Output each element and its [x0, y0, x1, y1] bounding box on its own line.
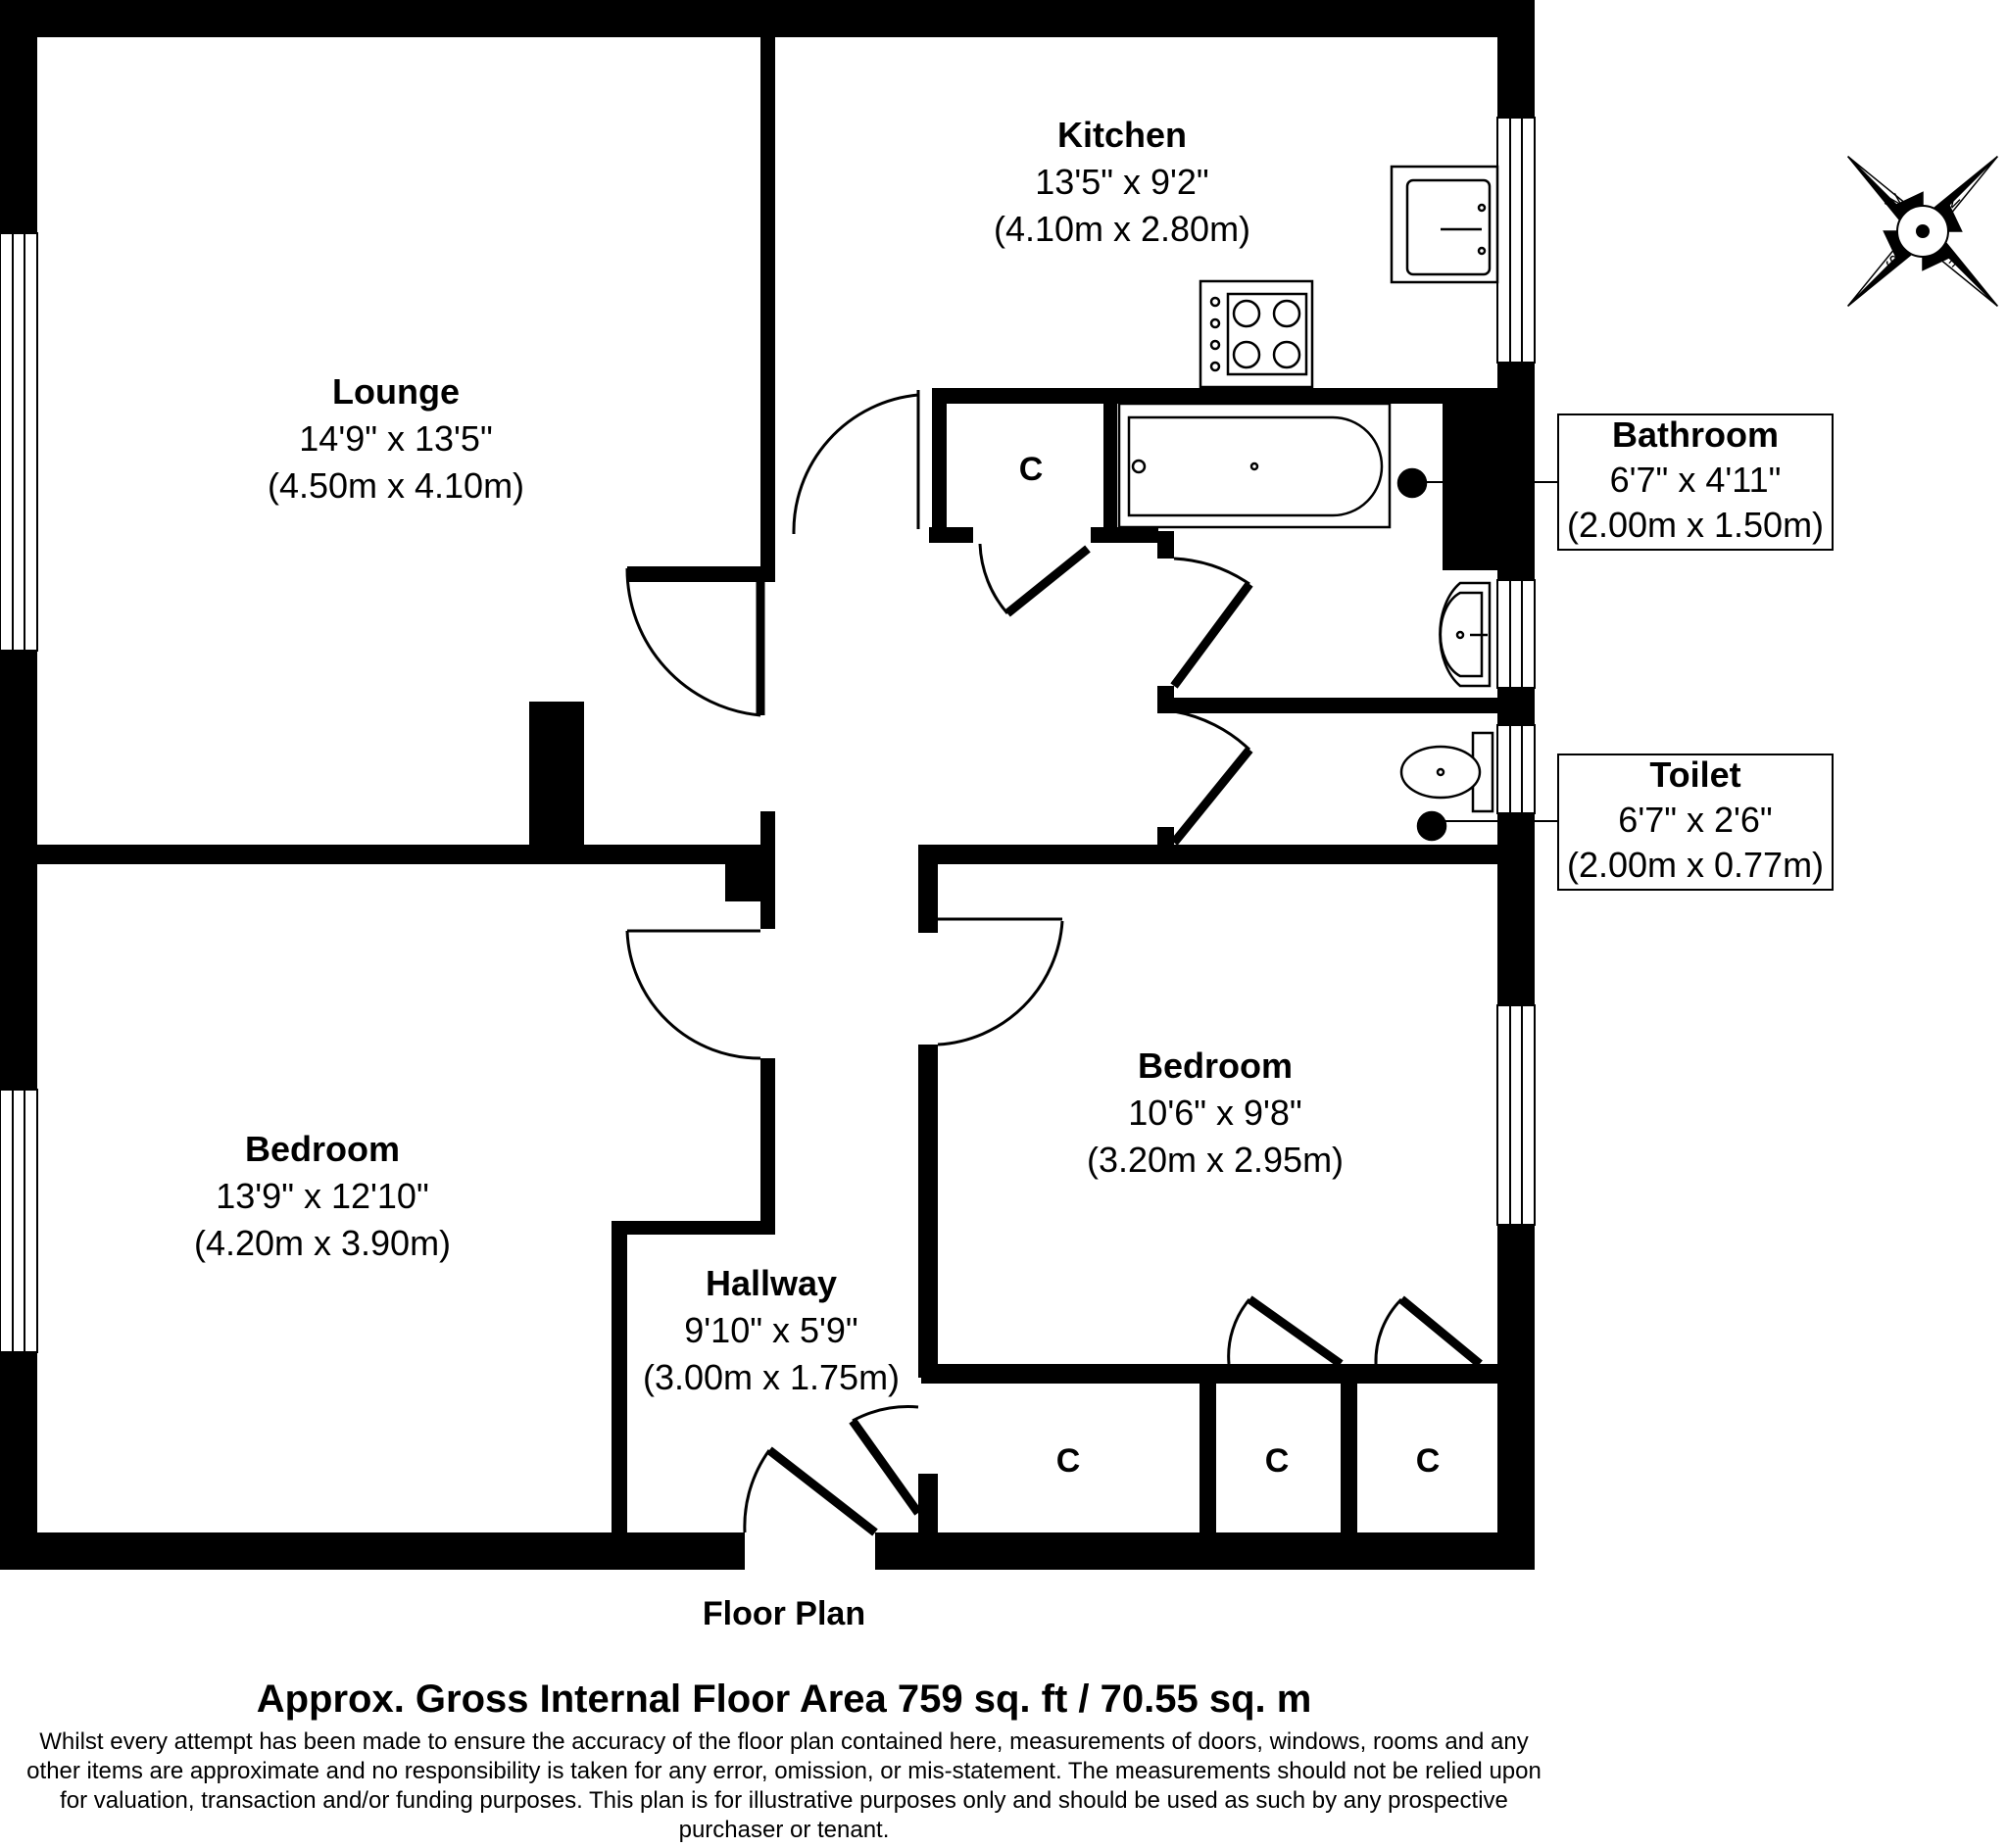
- kitchen-dim-imperial: 13'5" x 9'2": [1035, 162, 1208, 202]
- hallway-name: Hallway: [706, 1263, 837, 1303]
- basin-icon: [1439, 581, 1492, 688]
- bedroom-left-name: Bedroom: [245, 1129, 400, 1169]
- lounge-dim-imperial: 14'9" x 13'5": [299, 418, 492, 459]
- hallway-dim-metric: (3.00m x 1.75m): [643, 1357, 900, 1397]
- cupboard-door-arc: [978, 543, 1009, 614]
- bedroom-left-door-arc: [625, 930, 761, 1060]
- cupboard-mid-door-arc: [1227, 1298, 1251, 1365]
- lounge-door-arc: [625, 567, 761, 717]
- bedroom-right-dim-metric: (3.20m x 2.95m): [1087, 1140, 1344, 1180]
- wall-outlines: [627, 390, 1062, 933]
- kitchen-door-arc: [792, 393, 919, 535]
- disclaimer: Whilst every attempt has been made to en…: [26, 1728, 1542, 1843]
- toilet-cistern-icon: [1416, 810, 1447, 842]
- kitchen-dim-metric: (4.10m x 2.80m): [994, 209, 1250, 249]
- toilet-name: Toilet: [1649, 754, 1740, 795]
- label-connectors: [1426, 481, 1558, 822]
- bedroom-right-dim-imperial: 10'6" x 9'8": [1128, 1093, 1301, 1133]
- room-labels: Lounge 14'9" x 13'5" (4.50m x 4.10m) Kit…: [194, 115, 1344, 1397]
- bathroom-dim-metric: (2.00m x 1.50m): [1567, 505, 1824, 545]
- bedroom-right-door-arc: [937, 920, 1064, 1046]
- cupboard-labels: C C C C: [1019, 451, 1441, 1480]
- toilet-label-box: Toilet 6'7" x 2'6" (2.00m x 0.77m): [1557, 754, 1834, 891]
- hallway-dim-imperial: 9'10" x 5'9": [684, 1310, 857, 1350]
- bathroom-window: [1496, 579, 1536, 689]
- bathroom-label-box: Bathroom 6'7" x 4'11" (2.00m x 1.50m): [1557, 413, 1834, 551]
- bedroom-left-dim-imperial: 13'9" x 12'10": [216, 1176, 428, 1216]
- windows: [0, 117, 1536, 1353]
- bathroom-door-arc: [1173, 557, 1250, 586]
- kitchen-window: [1496, 117, 1536, 364]
- toilet-dim-metric: (2.00m x 0.77m): [1567, 845, 1824, 885]
- bedroom-left-dim-metric: (4.20m x 3.90m): [194, 1223, 451, 1263]
- cupboard-bottom-3-label: C: [1416, 1442, 1441, 1480]
- bedroom-right-name: Bedroom: [1138, 1046, 1293, 1086]
- cupboard-bottom-1-label: C: [1056, 1442, 1081, 1480]
- toilet-dim-imperial: 6'7" x 2'6": [1618, 800, 1772, 840]
- bathroom-name: Bathroom: [1612, 414, 1779, 455]
- toilet-door-arc: [1173, 709, 1251, 752]
- bath-icon: [1117, 402, 1392, 529]
- doors: [625, 393, 1483, 1536]
- outer-walls: [0, 0, 1535, 1570]
- fixtures: [1117, 165, 1499, 842]
- toilet-icon: [1399, 731, 1494, 813]
- floor-area: Approx. Gross Internal Floor Area 759 sq…: [256, 1678, 1312, 1721]
- bath-tap-icon: [1396, 467, 1428, 499]
- bathroom-dim-imperial: 6'7" x 4'11": [1610, 460, 1782, 500]
- lounge-name: Lounge: [332, 371, 460, 412]
- hob-icon: [1199, 279, 1314, 389]
- cupboard-entrance-door-arc: [852, 1405, 919, 1423]
- cupboard-bottom-2-label: C: [1265, 1442, 1290, 1480]
- bedroom-right-window: [1496, 1004, 1536, 1226]
- entrance-door-arc: [743, 1449, 771, 1533]
- compass-icon: N E S W: [1847, 156, 1998, 307]
- bedroom-left-window: [0, 1089, 38, 1353]
- lounge-window: [0, 232, 38, 652]
- kitchen-name: Kitchen: [1057, 115, 1187, 155]
- lounge-dim-metric: (4.50m x 4.10m): [268, 465, 524, 506]
- plan-title: Floor Plan: [702, 1595, 866, 1632]
- interior-walls: [37, 37, 1535, 1532]
- kitchen-sink-icon: [1390, 165, 1499, 284]
- toilet-window: [1496, 724, 1536, 814]
- cupboard-hall-label: C: [1019, 451, 1044, 488]
- cupboard-right-door-arc: [1374, 1297, 1403, 1365]
